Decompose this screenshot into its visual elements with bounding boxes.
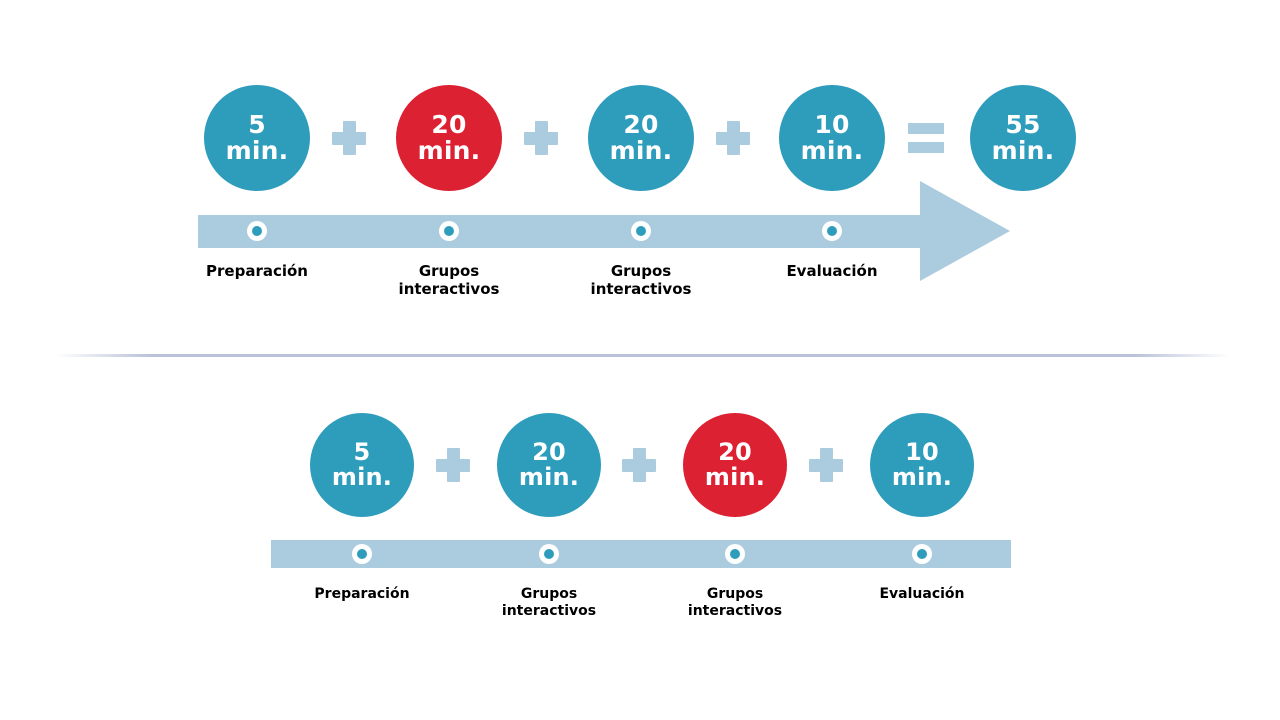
timeline-marker-bottom-1[interactable] — [352, 544, 372, 564]
time-unit: min. — [609, 136, 673, 165]
equals-icon-top — [908, 123, 944, 153]
plus-icon-bottom-3 — [809, 448, 843, 482]
time-circle-top-total[interactable]: 55 min. — [970, 85, 1076, 191]
time-unit: min. — [518, 463, 580, 491]
time-circle-bottom-2[interactable]: 20 min. — [497, 413, 601, 517]
timeline-marker-top-4[interactable] — [822, 221, 842, 241]
marker-dot — [827, 226, 837, 236]
time-circle-top-3[interactable]: 20 min. — [588, 85, 694, 191]
total-unit: min. — [991, 136, 1055, 165]
time-value: 20 — [532, 438, 566, 467]
stage-label-top-2: Grupos interactivos — [398, 262, 500, 299]
equals-bar-lower — [908, 142, 944, 153]
time-circle-bottom-4[interactable]: 10 min. — [870, 413, 974, 517]
stage-label-bottom-3: Grupos interactivos — [687, 586, 783, 620]
stage-label-top-4: Evaluación — [786, 262, 878, 280]
time-value: 10 — [905, 438, 939, 467]
plus-icon-bottom-1 — [436, 448, 470, 482]
equals-bar-upper — [908, 123, 944, 134]
marker-dot — [444, 226, 454, 236]
time-circle-top-1[interactable]: 5 min. — [204, 85, 310, 191]
marker-dot — [252, 226, 262, 236]
stage-label-bottom-2: Grupos interactivos — [501, 586, 597, 620]
time-value: 20 — [718, 438, 752, 467]
time-circle-top-4[interactable]: 10 min. — [779, 85, 885, 191]
marker-dot — [730, 549, 740, 559]
marker-dot — [636, 226, 646, 236]
timeline-marker-bottom-2[interactable] — [539, 544, 559, 564]
time-circle-bottom-1[interactable]: 5 min. — [310, 413, 414, 517]
timeline-bar-bottom — [271, 540, 1011, 568]
time-unit: min. — [704, 463, 766, 491]
plus-icon-bottom-2 — [622, 448, 656, 482]
stage-label-top-3: Grupos interactivos — [590, 262, 692, 299]
time-value: 20 — [623, 110, 659, 139]
time-unit: min. — [331, 463, 393, 491]
time-value: 20 — [431, 110, 467, 139]
time-unit: min. — [891, 463, 953, 491]
stage-label-bottom-4: Evaluación — [879, 586, 965, 602]
marker-dot — [357, 549, 367, 559]
section-divider — [55, 354, 1230, 357]
time-value: 5 — [353, 438, 371, 467]
timeline-marker-bottom-4[interactable] — [912, 544, 932, 564]
time-circle-bottom-3[interactable]: 20 min. — [683, 413, 787, 517]
plus-icon-top-2 — [524, 121, 558, 155]
stage-label-bottom-1: Preparación — [314, 586, 410, 602]
stage-label-top-1: Preparación — [206, 262, 308, 280]
timeline-bar-top — [198, 215, 930, 248]
plus-icon-top-3 — [716, 121, 750, 155]
time-value: 10 — [814, 110, 850, 139]
plus-icon-top-1 — [332, 121, 366, 155]
timeline-marker-top-1[interactable] — [247, 221, 267, 241]
marker-dot — [544, 549, 554, 559]
time-unit: min. — [225, 136, 289, 165]
timeline-marker-bottom-3[interactable] — [725, 544, 745, 564]
time-value: 5 — [248, 110, 266, 139]
marker-dot — [917, 549, 927, 559]
timeline-marker-top-3[interactable] — [631, 221, 651, 241]
time-circle-top-2[interactable]: 20 min. — [396, 85, 502, 191]
time-unit: min. — [800, 136, 864, 165]
timeline-marker-top-2[interactable] — [439, 221, 459, 241]
time-unit: min. — [417, 136, 481, 165]
total-value: 55 — [1005, 110, 1041, 139]
